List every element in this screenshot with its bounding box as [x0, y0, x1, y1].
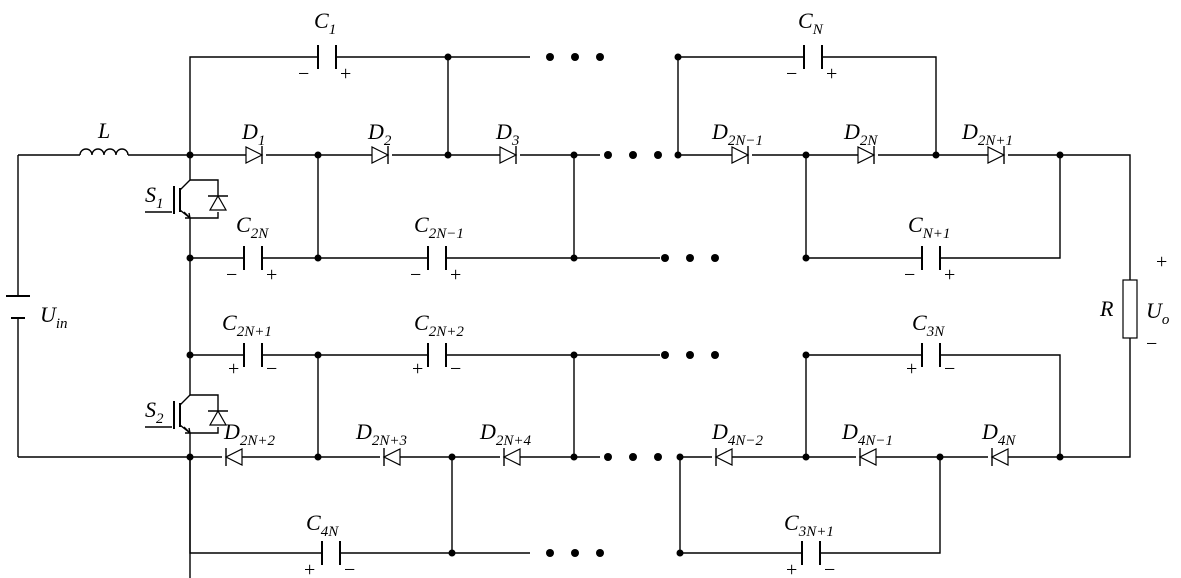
switch-S2: S2	[145, 394, 228, 434]
c2n2-minus: −	[450, 358, 461, 380]
source-Uin: Uin	[6, 295, 68, 332]
ellipsis-markers	[546, 53, 719, 557]
diode-D2N1: D2N+1	[961, 119, 1013, 164]
ellipsis-diode-rail	[604, 151, 662, 159]
label-C2N-1: C2N−1	[414, 212, 464, 242]
label-CN1: CN+1	[908, 212, 950, 242]
diode-D4N-1: D4N−1	[841, 419, 893, 466]
diode-D2: D2	[367, 119, 392, 164]
label-Uo: Uo	[1146, 298, 1170, 328]
c2n1-minus: −	[266, 358, 277, 380]
uo-plus-sign: +	[1156, 251, 1167, 273]
diode-D4N-2: D4N−2	[711, 419, 764, 466]
label-C1: C1	[314, 8, 336, 38]
capacitor-C2N: C2N − +	[226, 212, 277, 286]
label-S2: S2	[145, 397, 164, 427]
uo-minus-sign: −	[1146, 333, 1157, 355]
label-S1: S1	[145, 182, 164, 212]
label-CN: CN	[798, 8, 824, 38]
capacitor-CN1: CN+1 − +	[904, 212, 955, 286]
inductor-L: L	[79, 118, 129, 156]
c2n1-plus: +	[228, 358, 239, 380]
label-C3N1: C3N+1	[784, 510, 834, 540]
label-D2N-1: D2N−1	[711, 119, 763, 149]
diode-D2N2: D2N+2	[223, 419, 276, 466]
c1-plus: +	[340, 63, 351, 85]
label-C4N: C4N	[306, 510, 339, 540]
c2n-1-minus: −	[410, 264, 421, 286]
label-D4N-2: D4N−2	[711, 419, 764, 449]
label-R: R	[1099, 296, 1114, 321]
label-C2N: C2N	[236, 212, 269, 242]
label-D1: D1	[241, 119, 265, 149]
c1-minus: −	[298, 63, 309, 85]
c3n1-minus: −	[824, 559, 835, 578]
diode-D2N-1: D2N−1	[711, 119, 763, 164]
ellipsis-c2n-rail	[661, 254, 719, 262]
capacitor-C2N-1: C2N−1 − +	[410, 212, 464, 286]
label-Uin: Uin	[40, 302, 68, 332]
ellipsis-top	[546, 53, 604, 61]
label-L: L	[97, 118, 110, 143]
c3n-plus: +	[906, 358, 917, 380]
label-D2: D2	[367, 119, 392, 149]
diode-D1: D1	[241, 119, 265, 164]
label-D4N-1: D4N−1	[841, 419, 893, 449]
capacitor-C3N1: C3N+1 + −	[784, 510, 835, 578]
diode-D2N4: D2N+4	[479, 419, 532, 466]
c4n-minus: −	[344, 559, 355, 578]
label-C2N2: C2N+2	[414, 310, 464, 340]
switch-S1: S1	[145, 179, 228, 219]
c2n-minus: −	[226, 264, 237, 286]
capacitor-C4N: C4N + −	[304, 510, 355, 578]
wires	[17, 56, 1131, 578]
label-D2N: D2N	[843, 119, 878, 149]
capacitor-C2N1: C2N+1 + −	[222, 310, 277, 380]
junction-dots	[186, 53, 1064, 557]
cn-plus: +	[826, 63, 837, 85]
ellipsis-bottom	[546, 549, 604, 557]
label-D2N1: D2N+1	[961, 119, 1013, 149]
capacitor-C1: C1 − +	[298, 8, 351, 85]
diode-D3: D3	[495, 119, 519, 164]
cn1-minus: −	[904, 264, 915, 286]
c2n-plus: +	[266, 264, 277, 286]
c2n-1-plus: +	[450, 264, 461, 286]
capacitor-CN: CN − +	[786, 8, 837, 85]
capacitor-C2N2: C2N+2 + −	[412, 310, 464, 380]
label-C3N: C3N	[912, 310, 945, 340]
c3n-minus: −	[944, 358, 955, 380]
c4n-plus: +	[304, 559, 315, 578]
c3n1-plus: +	[786, 559, 797, 578]
diode-D2N: D2N	[843, 119, 878, 164]
ellipsis-c2n1-rail	[661, 351, 719, 359]
capacitor-C3N: C3N + −	[906, 310, 955, 380]
cn1-plus: +	[944, 264, 955, 286]
label-D3: D3	[495, 119, 519, 149]
cn-minus: −	[786, 63, 797, 85]
resistor-R: R Uo + −	[1099, 251, 1170, 355]
label-C2N1: C2N+1	[222, 310, 272, 340]
label-D2N4: D2N+4	[479, 419, 532, 449]
c2n2-plus: +	[412, 358, 423, 380]
label-D2N2: D2N+2	[223, 419, 276, 449]
ellipsis-bottom-rail	[604, 453, 662, 461]
label-D4N: D4N	[981, 419, 1016, 449]
diode-D4N: D4N	[981, 419, 1016, 466]
label-D2N3: D2N+3	[355, 419, 407, 449]
diode-D2N3: D2N+3	[355, 419, 407, 466]
